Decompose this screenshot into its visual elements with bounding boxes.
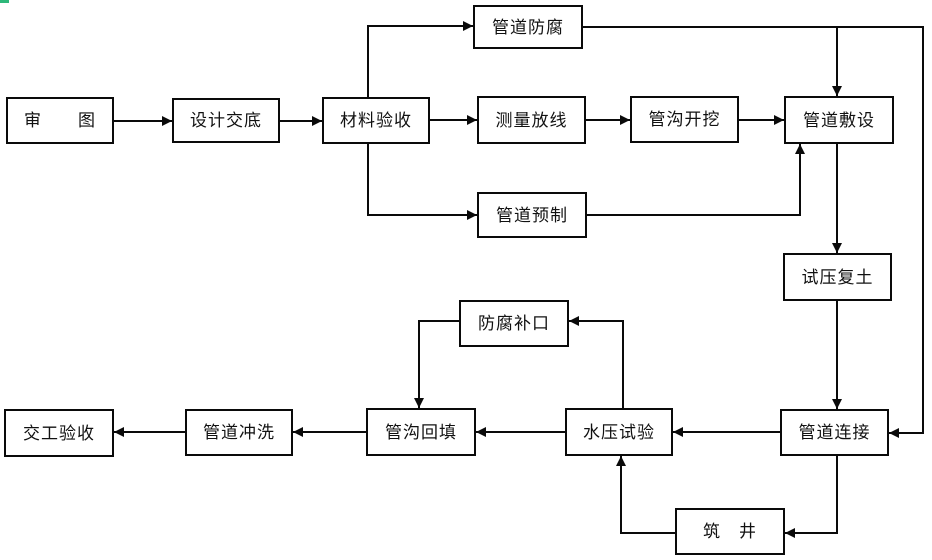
- screenshot-artifact: [0, 0, 9, 3]
- flow-node-shiya-futu: 试压复土: [783, 253, 892, 301]
- flow-edge-shuiya-shiyan-to-fangfu-bukou: [569, 316, 624, 408]
- flow-node-guandao-fangfu: 管道防腐: [473, 5, 583, 49]
- flow-node-sheji-jiaodi: 设计交底: [172, 98, 280, 143]
- flow-node-celiang-fangxian: 测量放线: [477, 96, 586, 144]
- flow-node-shuiya-shiyan: 水压试验: [565, 408, 673, 456]
- flow-edge-guandao-fangfu-to-guandao-lianjie: [583, 26, 924, 438]
- flow-edge-cailiao-yanshou-to-guandao-yuzhi: [367, 144, 477, 220]
- flow-node-zhu-jing: 筑 井: [675, 508, 785, 555]
- flow-node-guangou-kaiwa: 管沟开挖: [630, 96, 739, 143]
- flow-edge-cailiao-yanshou-to-guandao-fangfu: [367, 21, 473, 97]
- flow-node-guandao-yuzhi: 管道预制: [477, 192, 587, 238]
- flow-edge-fangfu-bukou-to-guangou-huitian: [414, 320, 459, 408]
- flow-node-shen-tu: 审 图: [6, 97, 114, 144]
- flow-node-guangou-huitian: 管沟回填: [366, 408, 476, 456]
- flow-node-jiaogong-yanshou: 交工验收: [4, 409, 114, 457]
- flow-edge-zhu-jing-to-shuiya-shiyan: [616, 456, 675, 534]
- flow-edge-guandao-lianjie-to-zhu-jing: [785, 456, 838, 538]
- flow-edge-guandao-yuzhi-to-guandao-fushe: [587, 144, 805, 216]
- flow-node-guandao-lianjie: 管道连接: [780, 409, 889, 456]
- flow-node-guandao-chongxi: 管道冲洗: [185, 409, 293, 456]
- flow-node-cailiao-yanshou: 材料验收: [322, 97, 430, 144]
- flow-node-fangfu-bukou: 防腐补口: [459, 300, 569, 347]
- flow-node-guandao-fushe: 管道敷设: [784, 96, 894, 144]
